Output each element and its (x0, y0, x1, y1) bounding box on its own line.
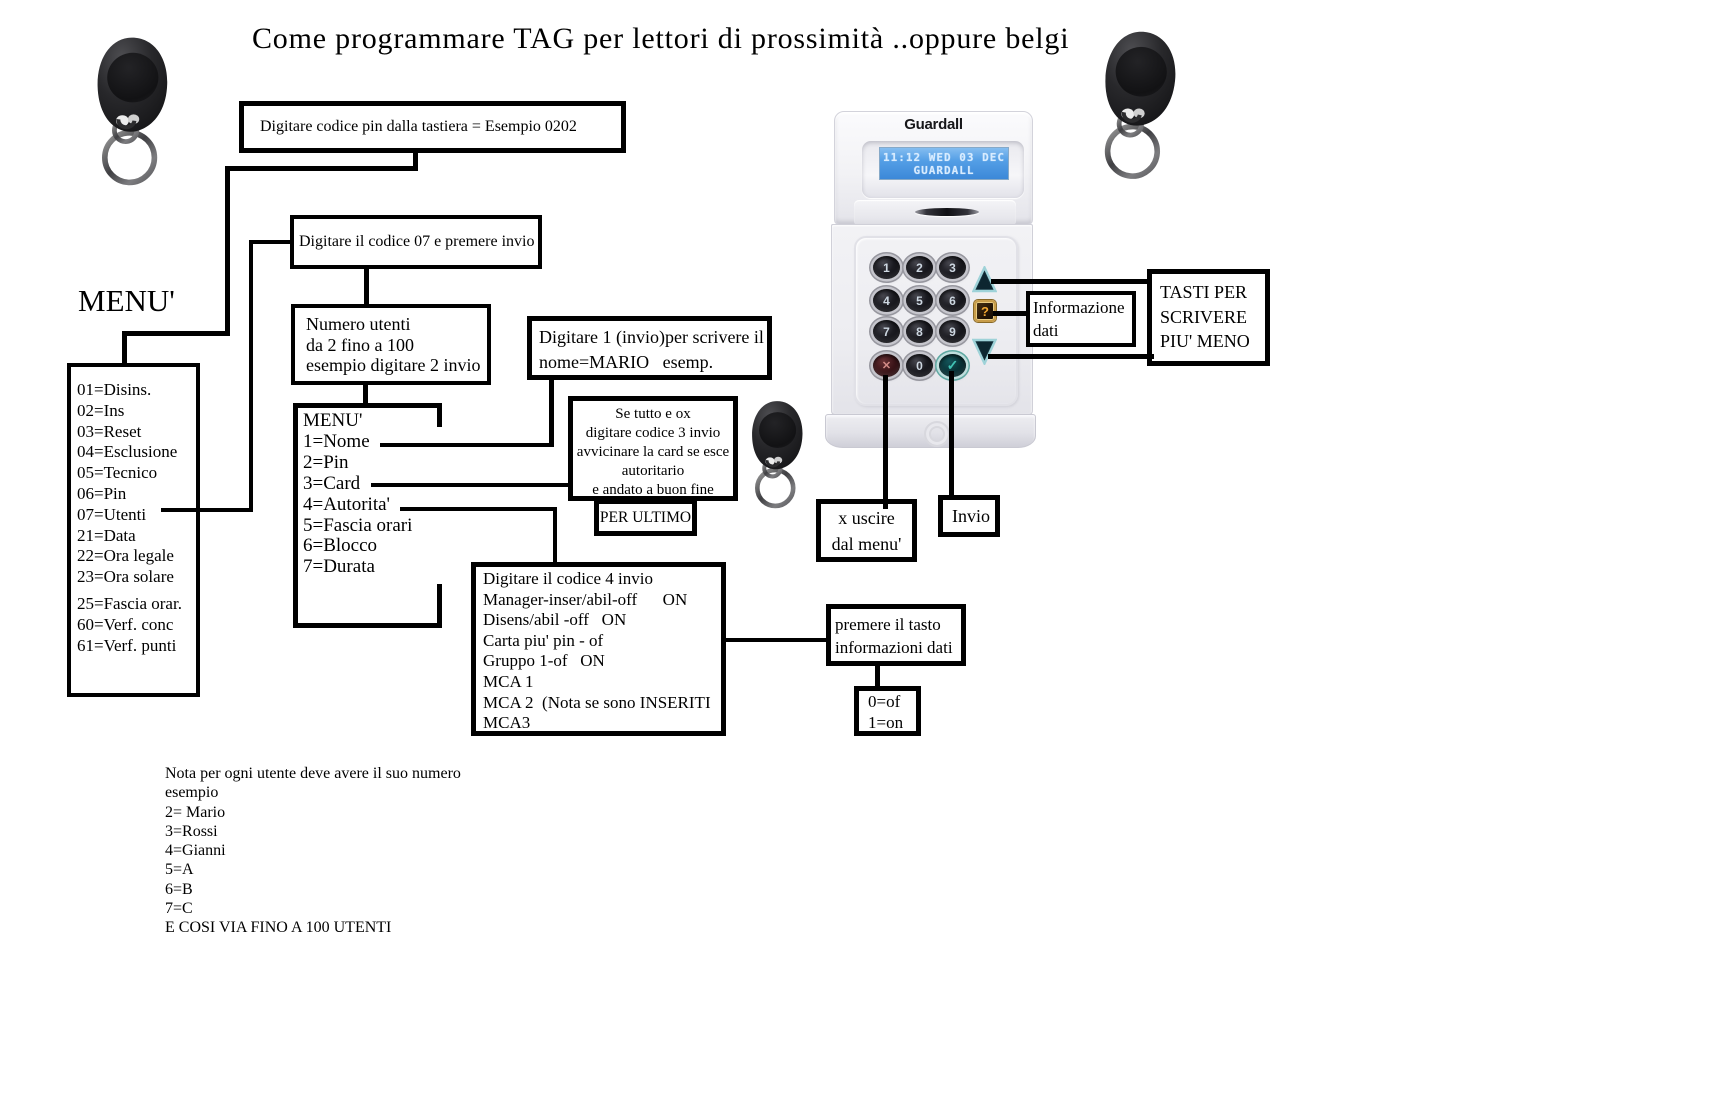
connector-nome-horizontal (380, 443, 554, 447)
connector-numero-menu7 (363, 383, 368, 408)
key-4: 4 (873, 289, 900, 312)
keypad-emboss-logo-icon (924, 421, 950, 447)
connector-uparrow-tasti (991, 279, 1149, 284)
box-invio: Invio (938, 495, 1000, 537)
box-menu-codes: 01=Disins. 02=Ins 03=Reset 04=Esclusione… (67, 363, 200, 697)
menu-codes-group2: 25=Fascia orar. 60=Verf. conc 61=Verf. p… (77, 593, 182, 655)
menu-heading: MENU' (78, 283, 175, 318)
box-codice4: Digitare il codice 4 invio Manager-inser… (471, 562, 726, 736)
connector-premere-onoff (875, 664, 880, 688)
key-5: 5 (906, 289, 933, 312)
connector-enter-invio (949, 371, 954, 499)
connector-07-numero (364, 267, 369, 306)
box-codice4-text: Digitare il codice 4 invio Manager-inser… (483, 569, 711, 733)
keypad-head: Guardall 11:12 WED 03 DEC GUARDALL (834, 111, 1033, 226)
key-fob-middle (748, 400, 806, 510)
key-9: 9 (939, 320, 966, 343)
box-numero-utenti: Numero utenti da 2 fino a 100 esempio di… (291, 304, 491, 385)
connector-help-informazione (993, 311, 1028, 316)
box-per-ultimo: PER ULTIMO (594, 499, 697, 536)
connector-utenti-horizontal (161, 508, 253, 512)
key-8: 8 (906, 320, 933, 343)
box-codice07: Digitare il codice 07 e premere invio (290, 215, 542, 269)
box-premere-text: premere il tasto informazioni dati (835, 615, 953, 657)
key-arrow-up-icon (972, 266, 997, 293)
key-enter: ✓ (939, 354, 966, 377)
lcd-line-2: GUARDALL (913, 163, 975, 177)
box-tasti-text: TASTI PER SCRIVERE PIU' MENO (1160, 282, 1250, 351)
box-per-ultimo-text: PER ULTIMO (599, 508, 692, 526)
fob-keyring-icon (755, 467, 796, 509)
connector-autorita-vertical (553, 507, 557, 564)
fob-keyring-icon (1104, 123, 1161, 179)
box-informazione-text: Informazione dati (1033, 298, 1125, 340)
connector-autorita-horizontal (400, 507, 557, 511)
menu7-stub-bottom (437, 584, 442, 628)
key-arrow-down-icon (972, 338, 997, 365)
key-0: 0 (906, 354, 933, 377)
box-x-uscire-text: x uscire dal menu' (831, 508, 902, 554)
key-1: 1 (873, 256, 900, 279)
connector-pin-vertical (225, 166, 230, 336)
guardall-keypad: Guardall 11:12 WED 03 DEC GUARDALL 1 2 3… (825, 108, 1036, 452)
box-codice07-text: Digitare il codice 07 e premere invio (299, 233, 535, 250)
key-6: 6 (939, 289, 966, 312)
box-mario-text: Digitare 1 (invio)per scrivere il nome=M… (539, 327, 764, 372)
connector-downarrow-tasti (988, 354, 1154, 359)
connector-cancel-xuscire (883, 375, 888, 509)
page-title: Come programmare TAG per lettori di pros… (252, 22, 1070, 55)
connector-codice4-premere (724, 638, 828, 642)
box-pin: Digitare codice pin dalla tastiera = Ese… (239, 101, 626, 153)
keypad-lens-icon (915, 208, 979, 216)
key-3: 3 (939, 256, 966, 279)
box-invio-text: Invio (952, 505, 990, 526)
key-cancel: ✕ (873, 354, 900, 377)
key-7: 7 (873, 320, 900, 343)
key-fob-top-left (92, 36, 172, 188)
box-se-tutto-text: Se tutto e ox digitare codice 3 invio av… (576, 406, 730, 498)
menu7-border-bottom (293, 623, 442, 628)
connector-mario-vertical (549, 378, 554, 447)
connector-utenti-top (249, 240, 292, 244)
box-pin-text: Digitare codice pin dalla tastiera = Ese… (260, 118, 577, 135)
menu-codes-group1: 01=Disins. 02=Ins 03=Reset 04=Esclusione… (77, 380, 178, 587)
connector-pin-horizontal (225, 166, 418, 171)
box-menu7-text: MENU' 1=Nome 2=Pin 3=Card 4=Autorita' 5=… (303, 410, 413, 578)
key-help: ? (974, 300, 996, 322)
menu7-border-left (293, 403, 298, 628)
keypad-speaker-strip (854, 200, 1016, 226)
connector-codes-horizontal (122, 331, 230, 336)
connector-codes-vertical (122, 331, 127, 365)
box-x-uscire: x uscire dal menu' (816, 499, 917, 562)
fob-keyring-icon (102, 130, 158, 186)
box-premere: premere il tasto informazioni dati (826, 604, 966, 666)
keypad-key-panel (854, 236, 1018, 406)
bottom-note: Nota per ogni utente deve avere il suo n… (165, 765, 461, 937)
box-onoff-text: 0=of 1=on (868, 692, 904, 732)
keypad-lcd-display: 11:12 WED 03 DEC GUARDALL (879, 147, 1009, 180)
keypad-brand-logo: Guardall (904, 116, 963, 133)
box-mario: Digitare 1 (invio)per scrivere il nome=M… (527, 316, 772, 380)
box-se-tutto: Se tutto e ox digitare codice 3 invio av… (568, 396, 738, 501)
box-informazione: Informazione dati (1026, 291, 1136, 347)
box-tasti: TASTI PER SCRIVERE PIU' MENO (1147, 269, 1270, 366)
menu7-stub-top (437, 403, 442, 427)
connector-card-horizontal (371, 483, 570, 487)
lcd-line-1: 11:12 WED 03 DEC (883, 150, 1005, 164)
box-onoff: 0=of 1=on (854, 686, 921, 736)
key-fob-top-right (1093, 27, 1183, 184)
connector-utenti-vertical (249, 240, 253, 512)
key-2: 2 (906, 256, 933, 279)
connector-pin-stub (413, 149, 418, 170)
box-numero-utenti-text: Numero utenti da 2 fino a 100 esempio di… (306, 314, 481, 375)
keypad-display-bezel: 11:12 WED 03 DEC GUARDALL (862, 141, 1024, 198)
